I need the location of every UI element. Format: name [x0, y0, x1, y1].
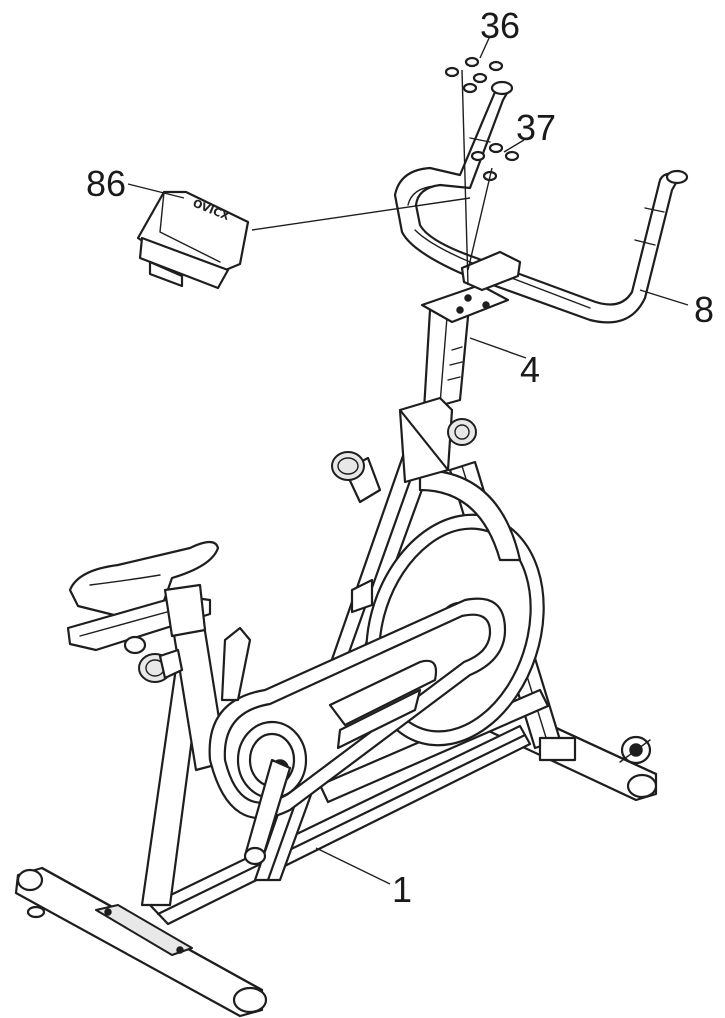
- chain-guard: [208, 597, 507, 820]
- washers-37: [470, 142, 520, 182]
- rear-stabilizer: [14, 866, 268, 1018]
- console: OVICX: [136, 190, 250, 290]
- assembly-lines: [251, 69, 493, 286]
- crank-arm: [220, 626, 292, 866]
- seat-assembly: [66, 540, 220, 683]
- callout-36: 36: [480, 5, 520, 46]
- callout-37: 37: [516, 107, 556, 148]
- tension-knob: [331, 451, 382, 614]
- callout-4: 4: [520, 349, 540, 390]
- handlebar-post: [398, 283, 510, 484]
- callout-1: 1: [392, 869, 412, 910]
- callout-leaders: [127, 35, 689, 885]
- callout-8: 8: [694, 289, 714, 330]
- bolts-36: [444, 56, 504, 94]
- callout-86: 86: [86, 163, 126, 204]
